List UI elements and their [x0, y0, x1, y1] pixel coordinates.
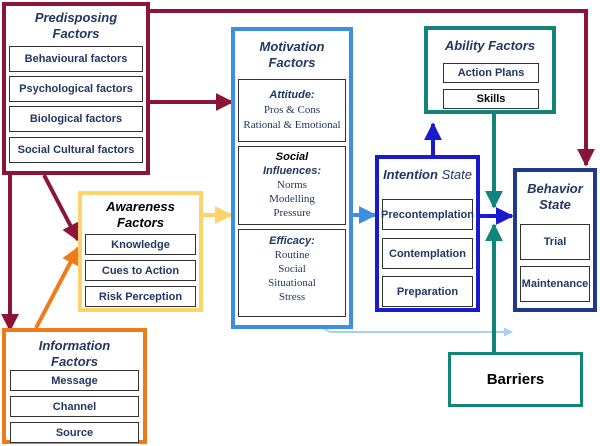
behavior-item-trial: Trial [520, 224, 590, 260]
information-item-channel: Channel [10, 396, 139, 417]
intention-title-bold: Intention [383, 167, 438, 182]
information-title-line1: Information [38, 338, 111, 353]
efficacy-line-2: Social [278, 263, 306, 275]
ability-item-action-plans: Action Plans [443, 63, 539, 83]
motivation-factors-box: Motivation Factors Attitude: Pros & Cons… [231, 27, 353, 329]
efficacy-heading: Efficacy: [269, 235, 315, 247]
ability-item-skills: Skills [443, 89, 539, 109]
arrow-predisposing-to-behavior [150, 9, 595, 167]
information-title-line2: Factors [51, 354, 98, 369]
motivation-title-line2: Factors [268, 55, 316, 70]
predisposing-item-biological: Biological factors [9, 106, 143, 132]
intention-item-contemplation: Contemplation [382, 238, 473, 269]
intention-item-precontemplation: Precontemplation [381, 199, 474, 230]
social-heading-line2: Influences: [262, 165, 322, 177]
awareness-title-line2: Factors [117, 215, 164, 230]
arrow-predisposing-to-awareness [42, 174, 80, 242]
attitude-line-1: Pros & Cons [263, 104, 321, 116]
behavior-title-line1: Behavior [527, 181, 583, 196]
barriers-box: Barriers [448, 352, 583, 407]
information-factors-box: Information Factors Message Channel Sour… [2, 328, 147, 444]
behavior-state-box: Behavior State Trial Maintenance [513, 168, 597, 312]
efficacy-line-3: Situational [268, 277, 316, 289]
motivation-social-box: Social Influences: Norms Modelling Press… [238, 146, 346, 225]
predisposing-title-line1: Predisposing [34, 10, 118, 25]
motivation-attitude-box: Attitude: Pros & Cons Rational & Emotion… [238, 79, 346, 142]
ability-title: Ability Factors [444, 38, 536, 53]
efficacy-line-1: Routine [274, 249, 310, 261]
social-line-2: Modelling [269, 193, 315, 205]
predisposing-factors-box: Predisposing Factors Behavioural factors… [2, 2, 150, 175]
awareness-factors-box: Awareness Factors Knowledge Cues to Acti… [78, 191, 203, 312]
social-line-3: Pressure [273, 207, 311, 219]
intention-title: Intention State [379, 167, 476, 183]
motivation-title-line1: Motivation [259, 39, 325, 54]
ability-factors-box: Ability Factors Action Plans Skills [424, 26, 556, 114]
predisposing-item-behavioural: Behavioural factors [9, 46, 143, 72]
social-heading-line1: Social [275, 151, 309, 163]
attitude-line-2: Rational & Emotional [243, 119, 341, 131]
information-item-source: Source [10, 422, 139, 443]
awareness-item-cues-to-action: Cues to Action [85, 260, 196, 281]
awareness-title-line1: Awareness [106, 199, 175, 214]
intention-state-box: Intention State Precontemplation Contemp… [375, 155, 480, 312]
intention-title-rest: State [437, 167, 472, 182]
awareness-item-risk-perception: Risk Perception [85, 286, 196, 307]
attitude-heading: Attitude: [269, 89, 315, 101]
information-item-message: Message [10, 370, 139, 391]
predisposing-item-psychological: Psychological factors [9, 76, 143, 102]
motivation-efficacy-box: Efficacy: Routine Social Situational Str… [238, 229, 346, 317]
efficacy-line-4: Stress [278, 291, 306, 303]
predisposing-title-line2: Factors [52, 26, 100, 41]
predisposing-item-social-cultural: Social Cultural factors [9, 137, 143, 163]
social-line-1: Norms [277, 179, 307, 191]
behavior-title-line2: State [539, 197, 571, 212]
awareness-item-knowledge: Knowledge [85, 234, 196, 255]
behavior-item-maintenance: Maintenance [520, 266, 590, 302]
intention-item-preparation: Preparation [382, 276, 473, 307]
arrow-information-to-awareness [34, 246, 80, 329]
